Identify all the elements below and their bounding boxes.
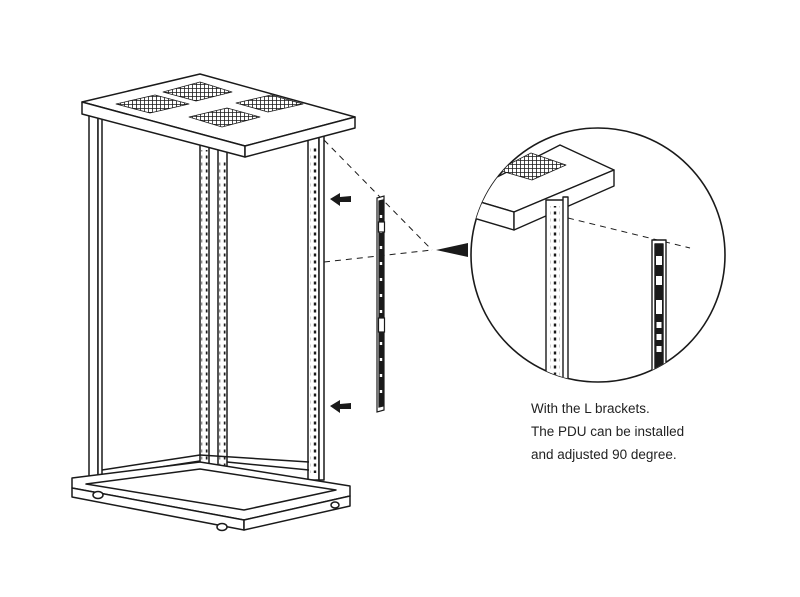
cabinet-rear-posts xyxy=(199,139,228,503)
guide-lines xyxy=(323,139,433,263)
cabinet-front-right-post xyxy=(307,131,325,481)
cabinet-base xyxy=(71,461,351,531)
pdu-strip xyxy=(376,195,386,413)
cabinet-casters xyxy=(92,490,340,532)
arrow-left-icon xyxy=(330,400,351,413)
zoom-rack-post xyxy=(545,196,569,382)
zoom-detail xyxy=(470,127,726,383)
installation-caption: With the L brackets. The PDU can be inst… xyxy=(531,397,684,466)
guide-pointer-icon xyxy=(436,243,468,257)
insertion-arrows xyxy=(330,193,351,413)
caption-line-1: With the L brackets. xyxy=(531,401,650,416)
top-vent-meshes xyxy=(115,81,304,128)
cabinet-front-left-post xyxy=(88,111,103,485)
caption-line-2: The PDU can be installed xyxy=(531,424,685,439)
caption-line-3: and adjusted 90 degree. xyxy=(531,447,677,462)
server-cabinet xyxy=(71,73,356,532)
zoom-pdu xyxy=(651,239,667,382)
arrow-left-icon xyxy=(330,193,351,206)
